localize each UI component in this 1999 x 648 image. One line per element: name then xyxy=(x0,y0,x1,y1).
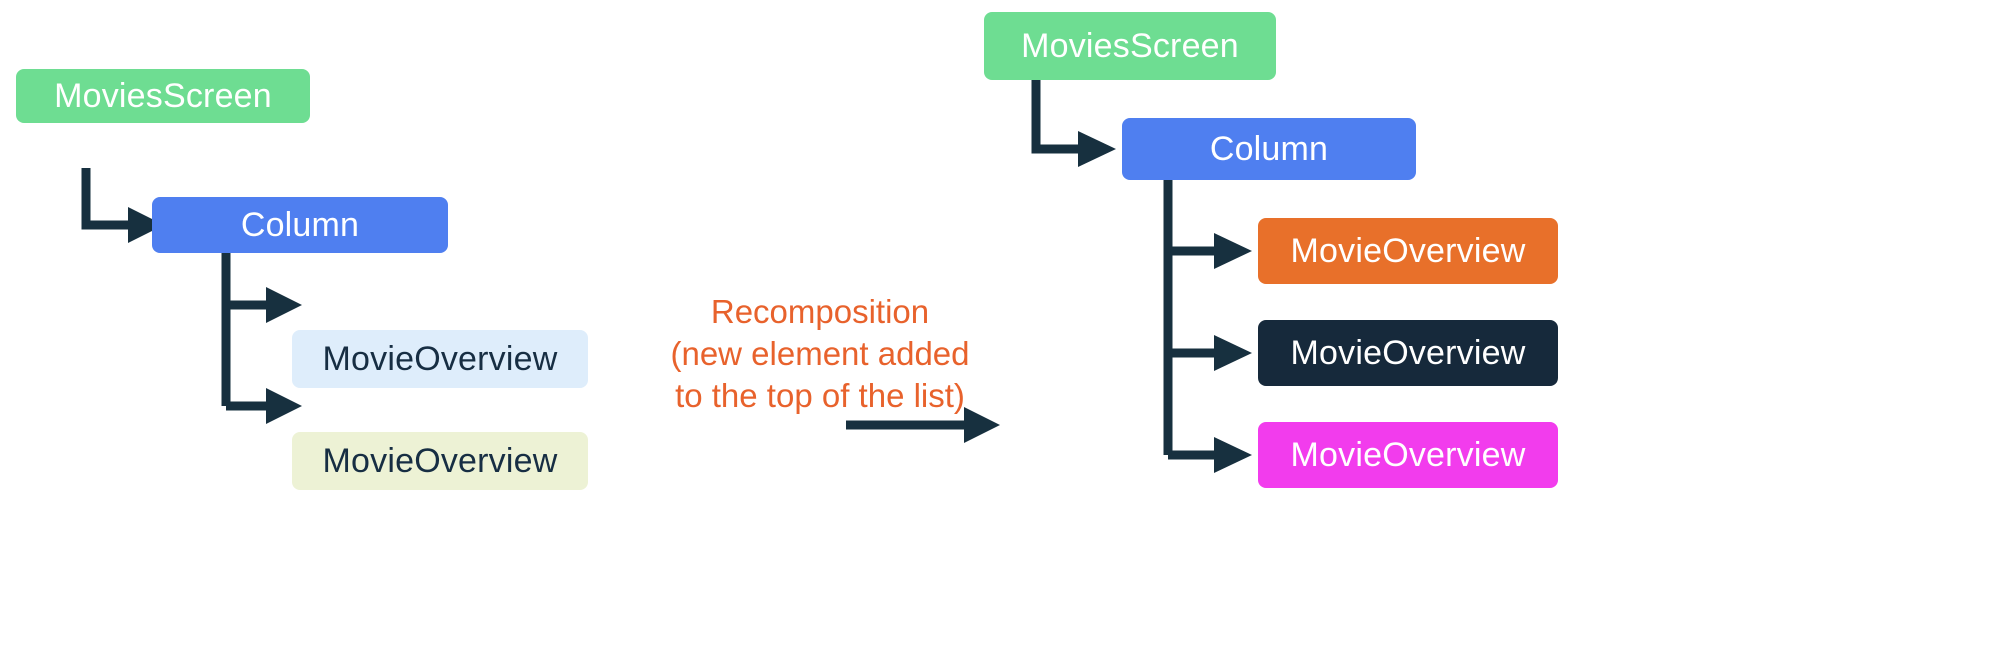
node-label: MovieOverview xyxy=(1290,435,1526,474)
node-label: MovieOverview xyxy=(1290,231,1526,270)
after-node-column[interactable]: Column xyxy=(1122,118,1416,180)
before-node-movies-screen[interactable]: MoviesScreen xyxy=(16,69,310,123)
after-node-movie-overview-1[interactable]: MovieOverview xyxy=(1258,218,1558,284)
recomposition-caption-line-3: to the top of the list) xyxy=(660,333,980,417)
edge-column-to-movie-overviews xyxy=(220,253,380,453)
node-label: MoviesScreen xyxy=(1021,26,1239,65)
node-label: Column xyxy=(1209,129,1329,168)
recomposition-caption-line-2: (new element added xyxy=(660,291,980,375)
edge-after-column-to-movie-overviews xyxy=(1162,180,1322,480)
before-node-movie-overview-1[interactable]: MovieOverview xyxy=(292,330,588,388)
before-node-movie-overview-2[interactable]: MovieOverview xyxy=(292,432,588,490)
node-label: MovieOverview xyxy=(322,339,558,378)
edge-after-movies-screen-to-column xyxy=(1030,80,1170,190)
after-node-movie-overview-3[interactable]: MovieOverview xyxy=(1258,422,1558,488)
recomposition-caption-line-1: Recomposition xyxy=(660,249,980,333)
caption-line-2-text: (new element added xyxy=(670,335,970,372)
node-label: MovieOverview xyxy=(322,441,558,480)
node-label: Column xyxy=(240,205,360,244)
after-node-movies-screen[interactable]: MoviesScreen xyxy=(984,12,1276,80)
caption-line-3-text: to the top of the list) xyxy=(675,377,965,414)
recomposition-transition-arrow xyxy=(840,398,1020,454)
node-label: MoviesScreen xyxy=(54,76,272,115)
node-label: MovieOverview xyxy=(1290,333,1526,372)
edge-movies-screen-to-column xyxy=(80,123,200,255)
caption-line-1-text: Recomposition xyxy=(710,293,930,330)
after-node-movie-overview-2[interactable]: MovieOverview xyxy=(1258,320,1558,386)
before-node-column[interactable]: Column xyxy=(152,197,448,253)
